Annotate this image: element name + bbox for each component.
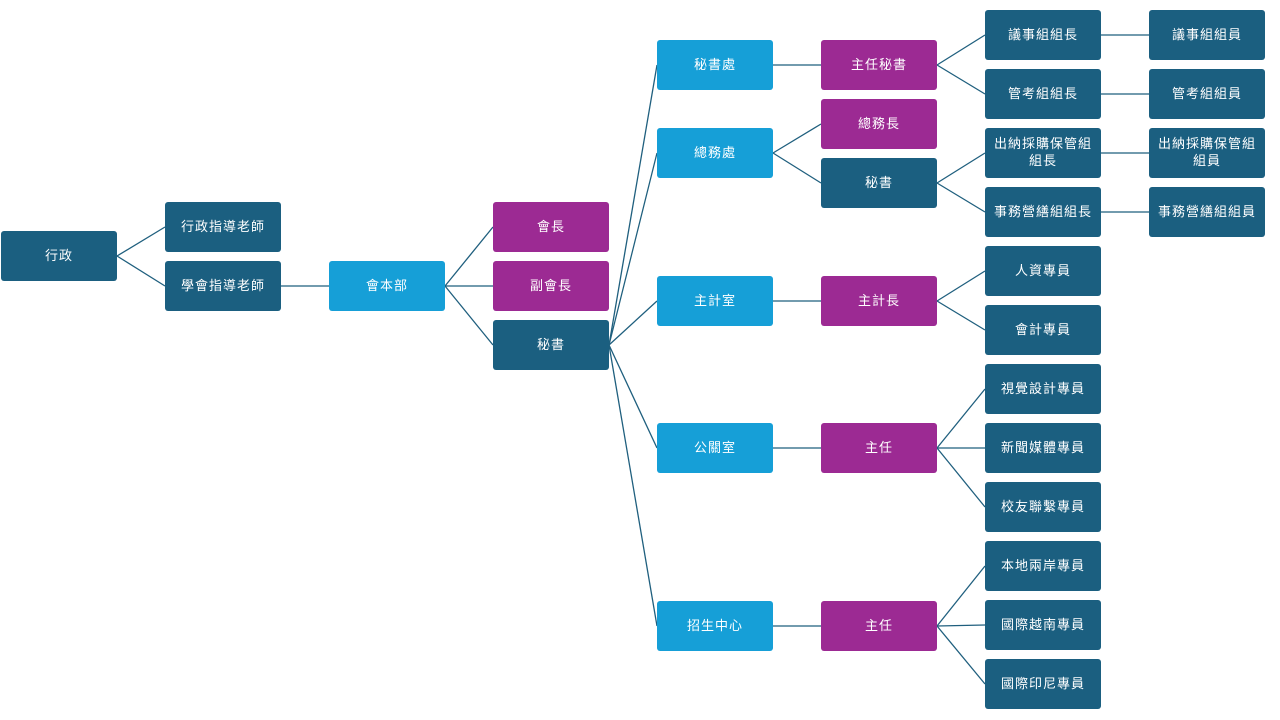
node-operations-leader: 事務營繕組組長 bbox=[985, 187, 1101, 237]
node-admissions-center: 招生中心 bbox=[657, 601, 773, 651]
connector-line bbox=[444, 226, 494, 287]
connector-line bbox=[116, 226, 166, 257]
node-council-advisor: 學會指導老師 bbox=[165, 261, 281, 311]
node-intl-indonesia: 國際印尼專員 bbox=[985, 659, 1101, 709]
node-visual-design: 視覺設計專員 bbox=[985, 364, 1101, 414]
connector-line bbox=[608, 152, 658, 346]
node-admin-advisor: 行政指導老師 bbox=[165, 202, 281, 252]
connector-line bbox=[936, 388, 986, 449]
connector-line bbox=[936, 447, 986, 508]
node-alumni-liaison: 校友聯繫專員 bbox=[985, 482, 1101, 532]
connector-line bbox=[116, 255, 166, 287]
connector-line bbox=[936, 565, 986, 627]
node-pr-director: 主任 bbox=[821, 423, 937, 473]
connector-line bbox=[936, 625, 986, 685]
connector-line bbox=[936, 300, 986, 331]
connector-line bbox=[772, 152, 822, 184]
node-pr-office: 公關室 bbox=[657, 423, 773, 473]
connector-line bbox=[936, 624, 986, 627]
connector-line bbox=[936, 152, 986, 184]
node-admissions-director: 主任 bbox=[821, 601, 937, 651]
node-intl-vietnam: 國際越南專員 bbox=[985, 600, 1101, 650]
node-general-affairs-head: 總務長 bbox=[821, 99, 937, 149]
node-ga-secretary: 秘書 bbox=[821, 158, 937, 208]
node-chief-accountant: 主計長 bbox=[821, 276, 937, 326]
connector-line bbox=[936, 182, 986, 213]
connector-line bbox=[936, 270, 986, 302]
node-accounting-specialist: 會計專員 bbox=[985, 305, 1101, 355]
connector-line bbox=[444, 285, 494, 346]
node-operations-member: 事務營繕組組員 bbox=[1149, 187, 1265, 237]
node-audit-member: 管考組組員 bbox=[1149, 69, 1265, 119]
node-president: 會長 bbox=[493, 202, 609, 252]
node-accounting-office: 主計室 bbox=[657, 276, 773, 326]
node-hr-specialist: 人資專員 bbox=[985, 246, 1101, 296]
node-admin: 行政 bbox=[1, 231, 117, 281]
node-cashier-member: 出納採購保管組組員 bbox=[1149, 128, 1265, 178]
connector-line bbox=[936, 64, 986, 95]
node-chief-secretary: 主任秘書 bbox=[821, 40, 937, 90]
node-general-affairs: 總務處 bbox=[657, 128, 773, 178]
node-proceedings-member: 議事組組員 bbox=[1149, 10, 1265, 60]
node-local-cross-strait: 本地兩岸專員 bbox=[985, 541, 1101, 591]
node-news-media: 新聞媒體專員 bbox=[985, 423, 1101, 473]
connector-line bbox=[608, 300, 658, 346]
node-secretary: 秘書 bbox=[493, 320, 609, 370]
node-proceedings-leader: 議事組組長 bbox=[985, 10, 1101, 60]
connector-line bbox=[936, 34, 986, 66]
node-cashier-leader: 出納採購保管組組長 bbox=[985, 128, 1101, 178]
connector-line bbox=[608, 344, 658, 449]
connector-line bbox=[608, 344, 658, 627]
connector-line bbox=[772, 123, 822, 154]
node-headquarters: 會本部 bbox=[329, 261, 445, 311]
node-secretariat: 秘書處 bbox=[657, 40, 773, 90]
node-vice-president: 副會長 bbox=[493, 261, 609, 311]
connector-line bbox=[608, 64, 658, 346]
node-audit-leader: 管考組組長 bbox=[985, 69, 1101, 119]
